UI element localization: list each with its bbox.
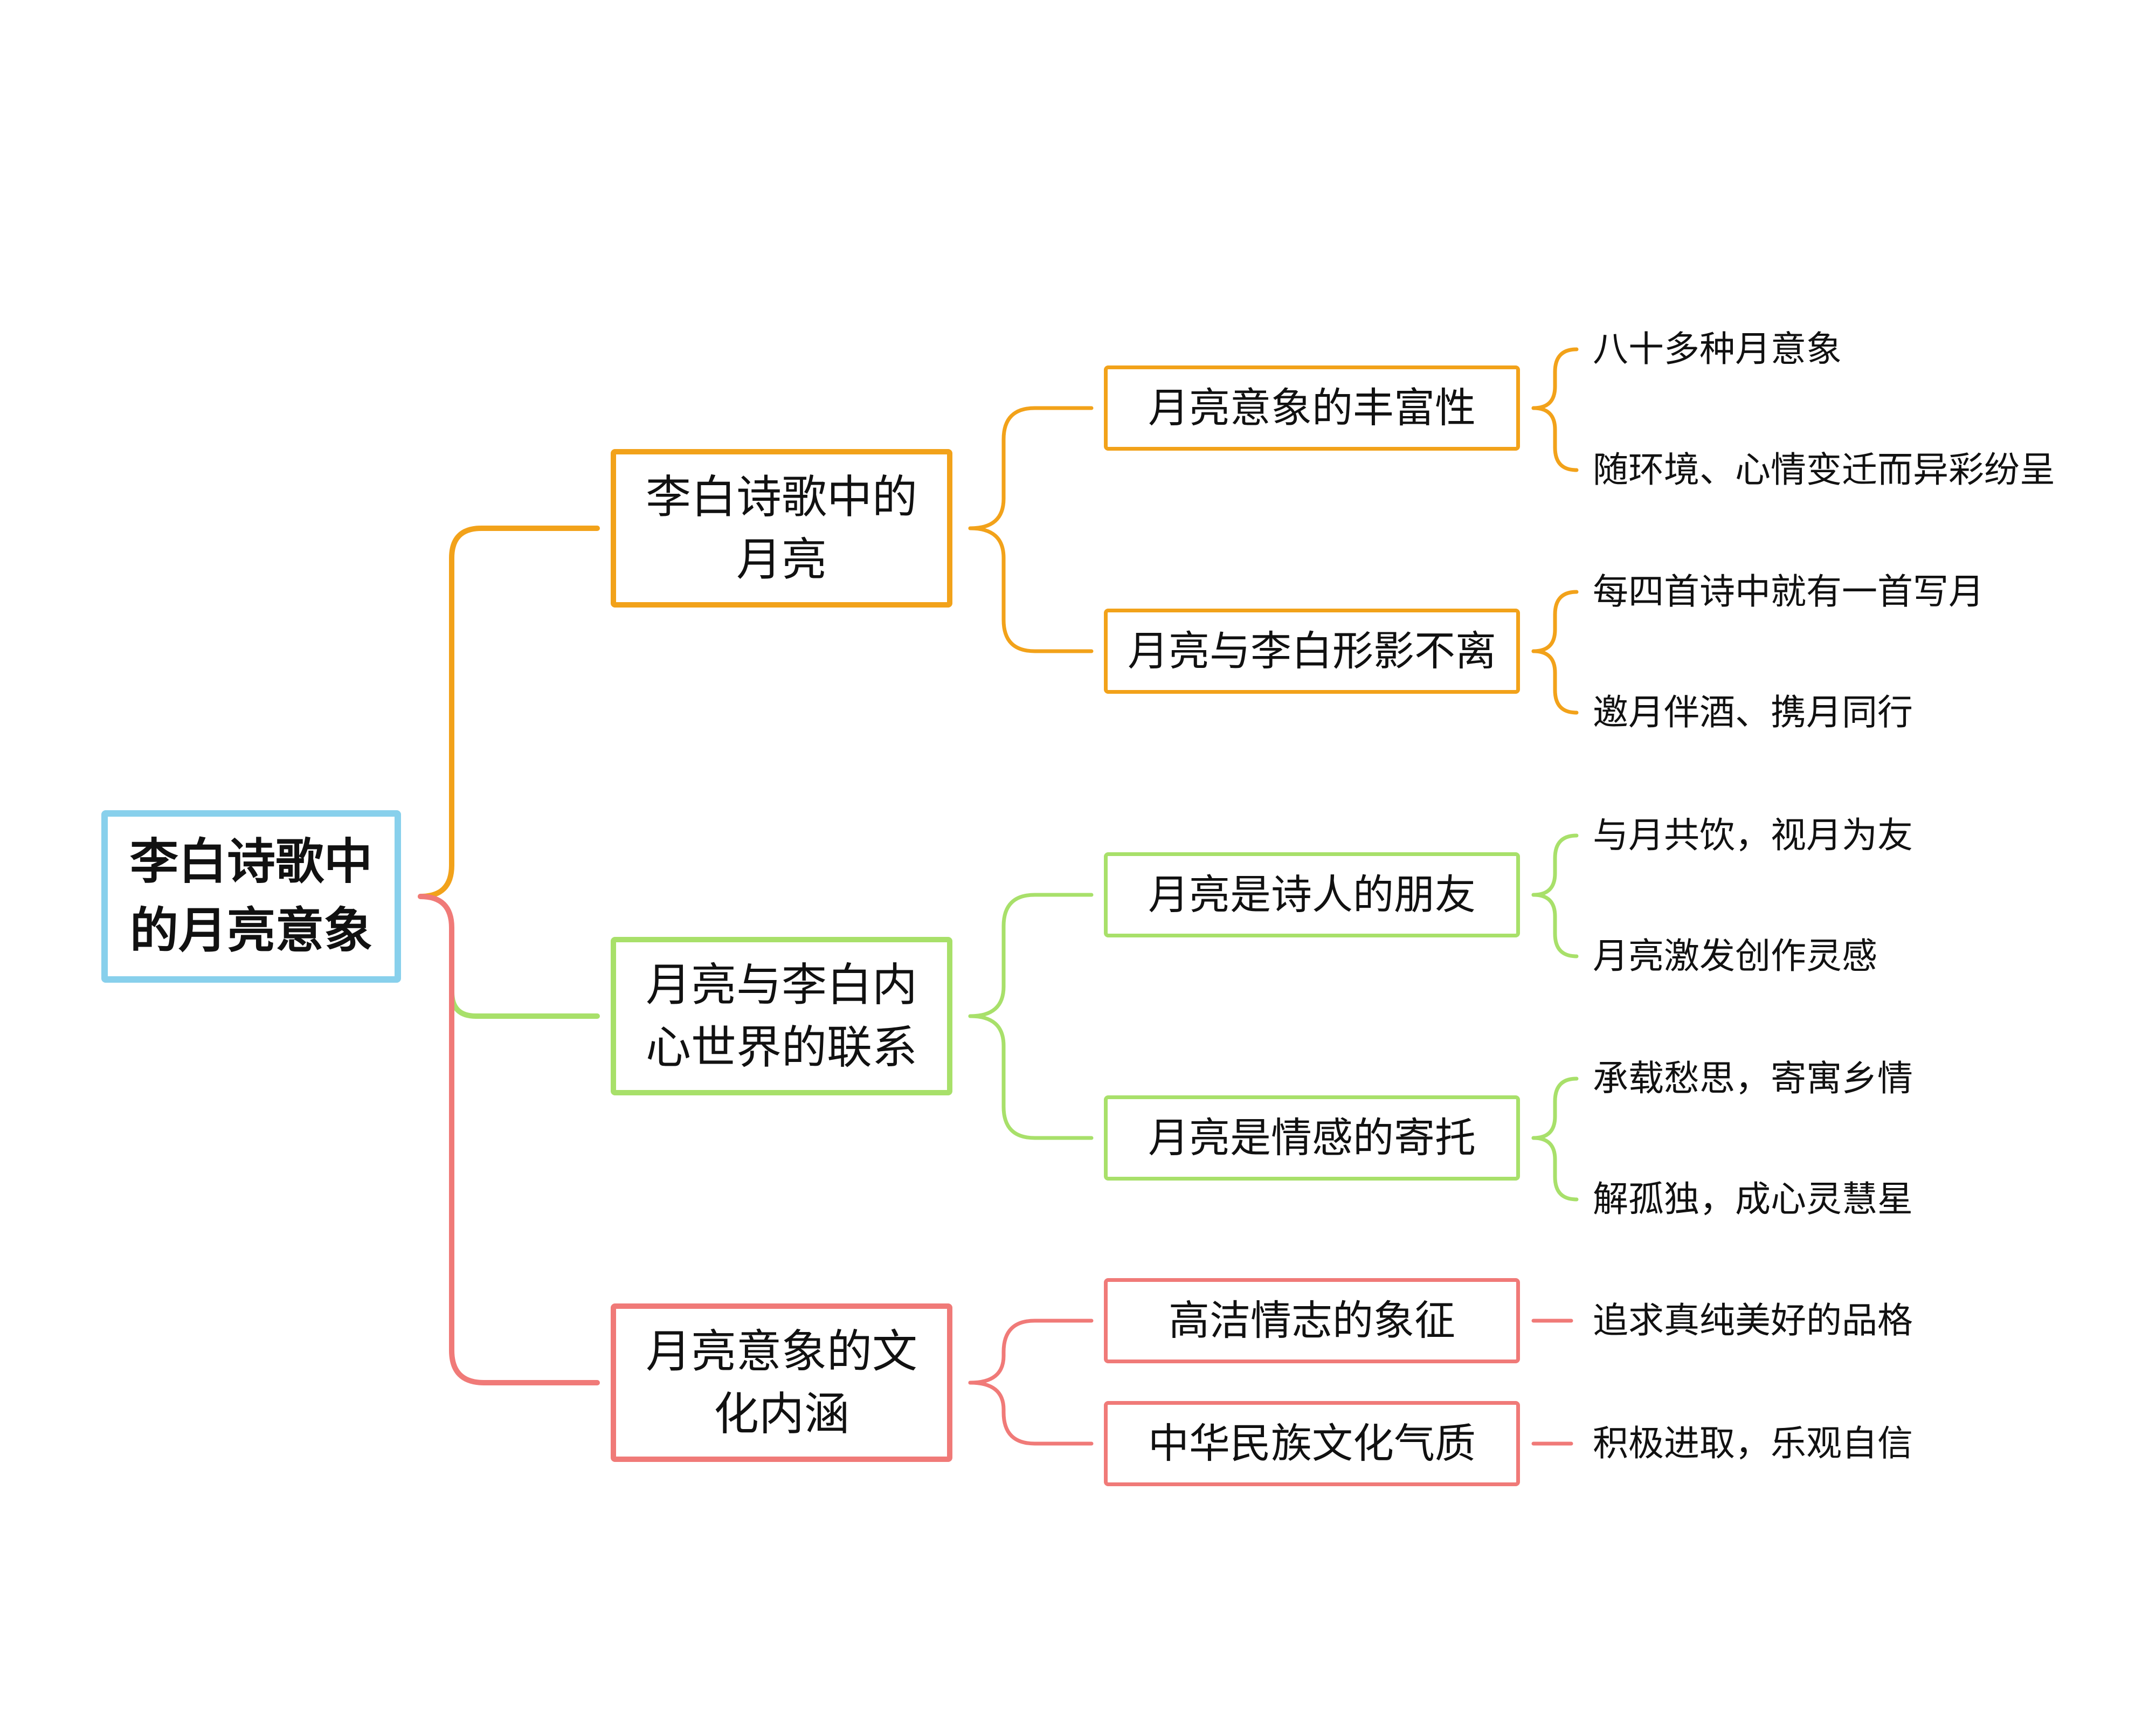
- connector-root-branch-2: [449, 925, 600, 1019]
- subtopic-6[interactable]: 中华民族文化气质: [1104, 1401, 1520, 1486]
- bracket-sub-4b: [1531, 1136, 1579, 1202]
- root-topic-label: 李白诗歌中 的月亮意象: [130, 833, 372, 959]
- subtopic-2-label: 月亮与李白形影不离: [1128, 627, 1496, 675]
- root-topic[interactable]: 李白诗歌中 的月亮意象: [101, 810, 401, 983]
- detail-5-1[interactable]: 追求真纯美好的品格: [1593, 1300, 1913, 1341]
- detail-1-1[interactable]: 八十多种月意象: [1593, 328, 1842, 370]
- branch-topic-1[interactable]: 李白诗歌中的 月亮: [611, 449, 952, 608]
- detail-3-1[interactable]: 与月共饮，视月为友: [1593, 815, 1913, 856]
- subtopic-4-label: 月亮是情感的寄托: [1148, 1114, 1476, 1162]
- bracket-sub-2: [1531, 590, 1579, 653]
- detail-2-1[interactable]: 每四首诗中就有一首写月: [1593, 571, 1984, 612]
- connector-branch-1-sub-1: [968, 406, 1094, 530]
- branch-topic-3-label: 月亮意象的文 化内涵: [645, 1325, 917, 1440]
- detail-6-1[interactable]: 积极进取，乐观自信: [1593, 1423, 1913, 1464]
- subtopic-5[interactable]: 高洁情志的象征: [1104, 1278, 1520, 1363]
- bracket-sub-2b: [1531, 649, 1579, 715]
- connector-root-branch-3: [418, 894, 600, 1385]
- branch-topic-3[interactable]: 月亮意象的文 化内涵: [611, 1303, 952, 1462]
- branch-topic-1-label: 李白诗歌中的 月亮: [645, 471, 917, 586]
- connector-branch-3-sub-2: [968, 1381, 1094, 1446]
- subtopic-3-label: 月亮是诗人的朋友: [1148, 871, 1476, 919]
- bracket-sub-3b: [1531, 893, 1579, 958]
- subtopic-2[interactable]: 月亮与李白形影不离: [1104, 609, 1520, 694]
- connector-branch-2-sub-1: [968, 893, 1094, 1018]
- bracket-sub-1: [1531, 347, 1579, 410]
- bracket-sub-1b: [1531, 406, 1579, 472]
- connector-branch-1-sub-2: [968, 526, 1094, 653]
- detail-1-2[interactable]: 随环境、心情变迁而异彩纷呈: [1593, 449, 2055, 491]
- detail-2-2[interactable]: 邀月伴酒、携月同行: [1593, 692, 1913, 733]
- subtopic-4[interactable]: 月亮是情感的寄托: [1104, 1095, 1520, 1181]
- connector-branch-3-sub-1: [968, 1319, 1094, 1385]
- subtopic-5-label: 高洁情志的象征: [1169, 1296, 1455, 1344]
- detail-4-1[interactable]: 承载愁思，寄寓乡情: [1593, 1058, 1913, 1099]
- subtopic-6-label: 中华民族文化气质: [1148, 1419, 1476, 1467]
- connector-root-branch-1: [418, 526, 600, 899]
- bracket-sub-3: [1531, 833, 1579, 897]
- subtopic-1-label: 月亮意象的丰富性: [1148, 384, 1476, 432]
- branch-topic-2[interactable]: 月亮与李白内 心世界的联系: [611, 937, 952, 1095]
- subtopic-3[interactable]: 月亮是诗人的朋友: [1104, 852, 1520, 937]
- branch-topic-2-label: 月亮与李白内 心世界的联系: [645, 958, 917, 1074]
- subtopic-1[interactable]: 月亮意象的丰富性: [1104, 365, 1520, 451]
- detail-4-2[interactable]: 解孤独，成心灵慧星: [1593, 1178, 1913, 1220]
- connector-branch-2-sub-2: [968, 1014, 1094, 1140]
- detail-3-2[interactable]: 月亮激发创作灵感: [1593, 935, 1877, 977]
- bracket-sub-4: [1531, 1077, 1579, 1140]
